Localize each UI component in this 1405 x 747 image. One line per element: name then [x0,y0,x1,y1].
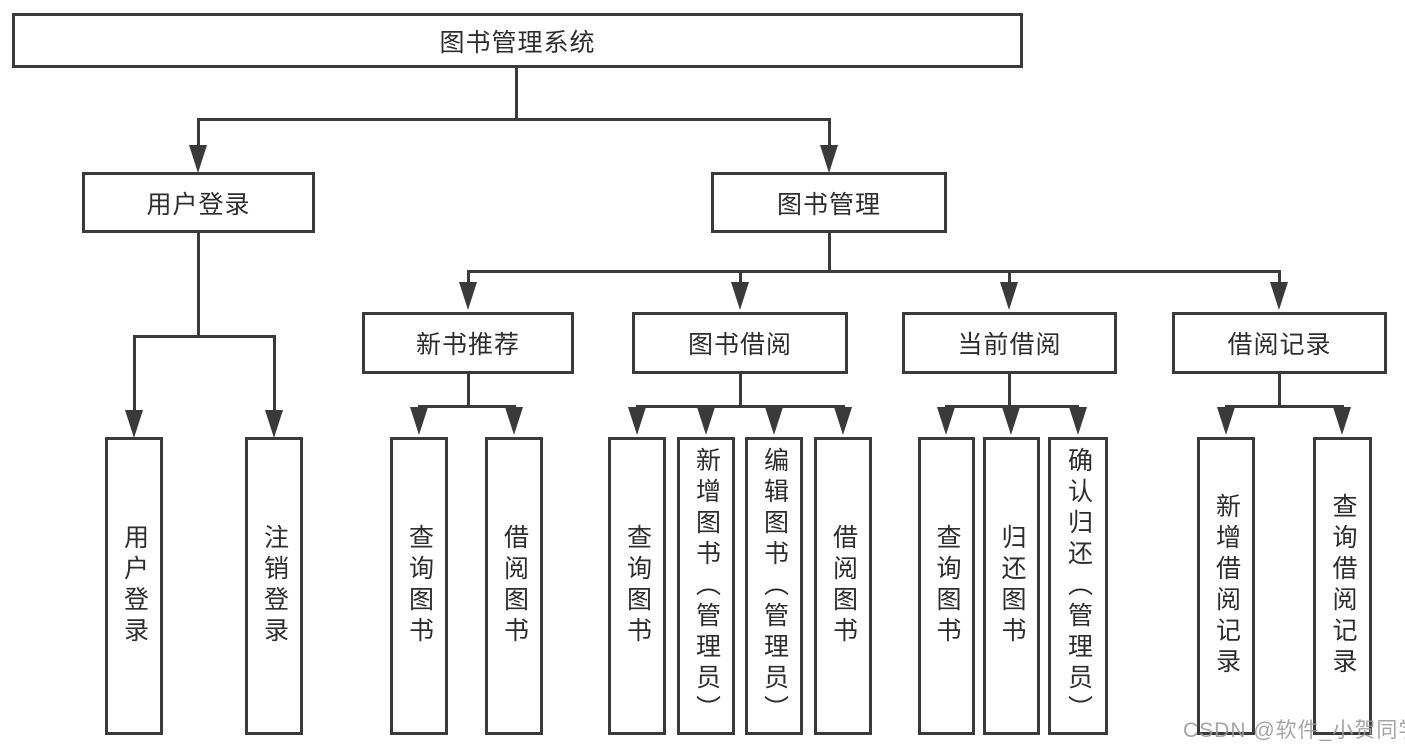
connector-arrow [1000,282,1018,310]
node-label: 用户登录 [146,190,251,219]
node-label: 借阅图书 [500,524,529,648]
node-label: 注销登录 [260,524,289,648]
node-label: 图书管理系统 [439,28,596,57]
connector-line [418,405,516,408]
node-label: 借阅图书 [829,524,858,648]
node-box-system: 图书管理系统 [12,13,1023,68]
connector-line [467,270,1281,273]
leaf-box-query-books: 查询图书 [918,437,975,735]
connector-arrow [189,145,207,173]
node-label: 编辑图书（管理员） [760,446,789,726]
node-box-borrow-records: 借阅记录 [1172,312,1387,374]
connector-arrow [1069,407,1087,435]
node-label: 新书推荐 [415,331,520,359]
connector-line [133,335,276,338]
node-label: 查询图书 [405,524,434,648]
node-label: 查询借阅记录 [1329,493,1357,679]
node-label: 新增借阅记录 [1212,493,1241,679]
leaf-box-edit-books-admin: 编辑图书（管理员） [745,437,803,735]
csdn-watermark: CSDN @软件_小贺同学 [1183,719,1405,742]
connector-line [133,335,136,412]
leaf-box-user-login: 用户登录 [105,437,163,735]
node-label: 图书借阅 [687,331,792,359]
connector-line [1008,270,1011,286]
connector-arrow [459,282,477,310]
node-label: 查询图书 [933,524,961,648]
connector-line [273,335,276,412]
node-label: 新增图书（管理员） [692,446,721,726]
connector-arrow [628,407,646,435]
connector-arrow [1002,407,1020,435]
connector-line [739,374,742,408]
connector-line [945,405,1079,408]
connector-arrow [820,145,838,173]
leaf-box-borrow-books: 借阅图书 [814,437,872,735]
connector-arrow [505,407,523,435]
connector-line [1225,405,1344,408]
leaf-box-add-books-admin: 新增图书（管理员） [677,437,735,735]
leaf-box-add-borrow-record: 新增借阅记录 [1197,437,1255,735]
connector-arrow [265,410,283,438]
connector-arrow [697,407,715,435]
node-box-book-management: 图书管理 [711,172,947,233]
leaf-box-query-books: 查询图书 [608,437,666,735]
connector-line [197,118,200,148]
node-box-book-borrowing: 图书借阅 [632,312,848,374]
leaf-box-query-books: 查询图书 [390,437,448,735]
connector-arrow [1270,282,1288,310]
connector-line [467,270,470,286]
connector-line [467,374,470,408]
node-label: 当前借阅 [957,331,1062,359]
connector-line [1278,270,1281,286]
node-label: 用户登录 [120,524,149,648]
connector-arrow [1217,407,1235,435]
connector-line [515,68,518,118]
connector-line [739,270,742,286]
connector-arrow [731,282,749,310]
node-label: 借阅记录 [1227,331,1332,359]
connector-line [197,118,831,121]
connector-line [1008,374,1011,408]
connector-arrow [410,407,428,435]
node-label: 图书管理 [776,190,881,219]
connector-arrow [1333,407,1351,435]
node-box-current-borrowing: 当前借阅 [902,312,1117,374]
connector-arrow [125,410,143,438]
node-box-new-book-recommend: 新书推荐 [362,312,574,374]
leaf-box-confirm-return-admin: 确认归还（管理员） [1048,437,1108,735]
leaf-box-logout: 注销登录 [245,437,303,735]
connector-arrow [834,407,852,435]
connector-line [828,233,831,273]
connector-line [828,118,831,148]
node-label: 确认归还（管理员） [1064,446,1093,726]
node-label: 查询图书 [623,524,652,648]
connector-line [1278,374,1281,408]
connector-line [636,405,845,408]
leaf-box-query-borrow-record: 查询借阅记录 [1313,437,1372,735]
leaf-box-borrow-books: 借阅图书 [485,437,543,735]
node-box-user-login: 用户登录 [82,172,315,233]
connector-arrow [937,407,955,435]
connector-line [197,233,200,335]
leaf-box-return-books: 归还图书 [983,437,1040,735]
connector-arrow [765,407,783,435]
node-label: 归还图书 [998,524,1026,648]
